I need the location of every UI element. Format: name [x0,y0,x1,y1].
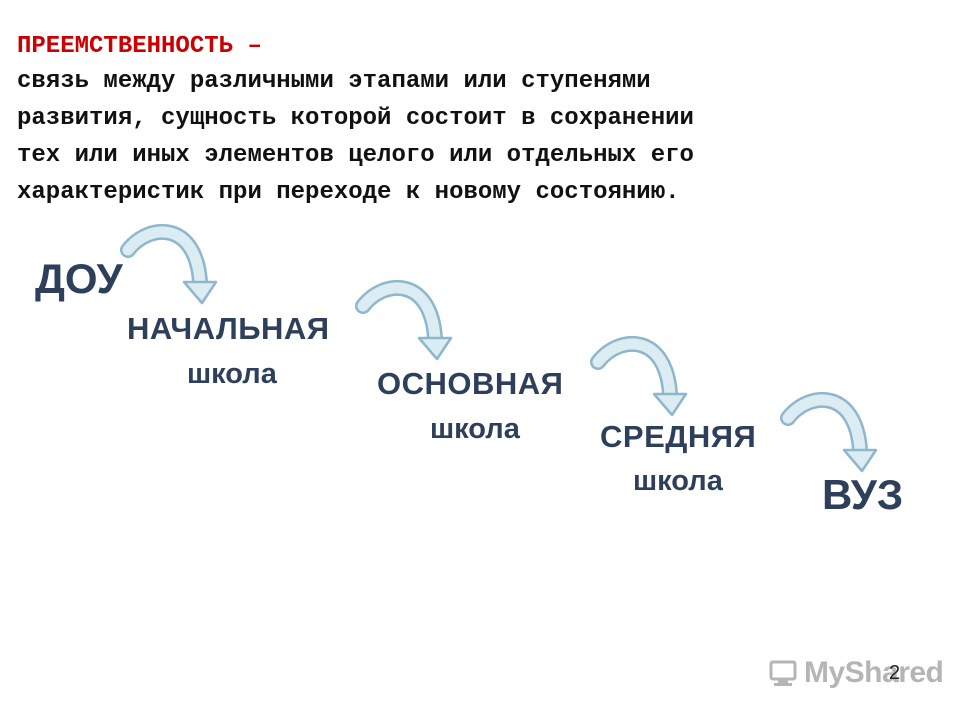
myshared-logo-icon [769,660,797,686]
stage-secondary-name: СРЕДНЯЯ [600,419,757,454]
page-number: 2 [889,662,901,684]
stage-basic-sub: школа [430,413,520,445]
definition-line: развития, сущность которой состоит в сох… [17,105,694,132]
definition-term: ПРЕЕМСТВЕННОСТЬ – [17,33,262,60]
definition-line: характеристик при переходе к новому сост… [17,179,680,206]
curved-arrow-icon [120,223,218,305]
curved-arrow-icon [780,391,878,473]
definition-block: ПРЕЕМСТВЕННОСТЬ – связь между различными… [17,28,947,211]
stage-university: ВУЗ [822,471,904,518]
definition-line: связь между различными этапами или ступе… [17,68,651,95]
stage-dou: ДОУ [35,255,123,302]
definition-line: тех или иных элементов целого или отдель… [17,142,694,169]
curved-arrow-icon [590,335,688,417]
stage-primary-name: НАЧАЛЬНАЯ [127,311,330,346]
curved-arrow-icon [355,279,453,361]
stage-secondary-sub: школа [633,465,723,497]
watermark-text: MyShared [804,656,944,689]
stage-primary-sub: школа [187,358,277,390]
watermark: MyShared [768,656,944,690]
stage-basic-name: ОСНОВНАЯ [377,366,564,401]
